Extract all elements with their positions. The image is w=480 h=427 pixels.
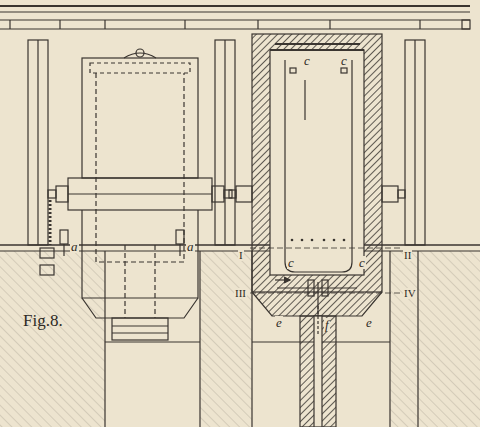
section-mark: I: [238, 250, 244, 261]
part-letter: a: [186, 240, 195, 253]
part-letter: e: [365, 316, 373, 329]
part-letter: a: [70, 240, 79, 253]
part-letter: f: [324, 318, 330, 331]
part-letter: c: [358, 256, 366, 269]
part-letter: c: [340, 54, 348, 67]
part-letter: e: [275, 316, 283, 329]
section-mark: II: [403, 250, 412, 261]
part-letter: c: [287, 256, 295, 269]
figure-label: Fig.8.: [22, 312, 64, 329]
section-mark: III: [234, 288, 247, 299]
part-letter: c: [303, 54, 311, 67]
section-mark: IV: [403, 288, 417, 299]
